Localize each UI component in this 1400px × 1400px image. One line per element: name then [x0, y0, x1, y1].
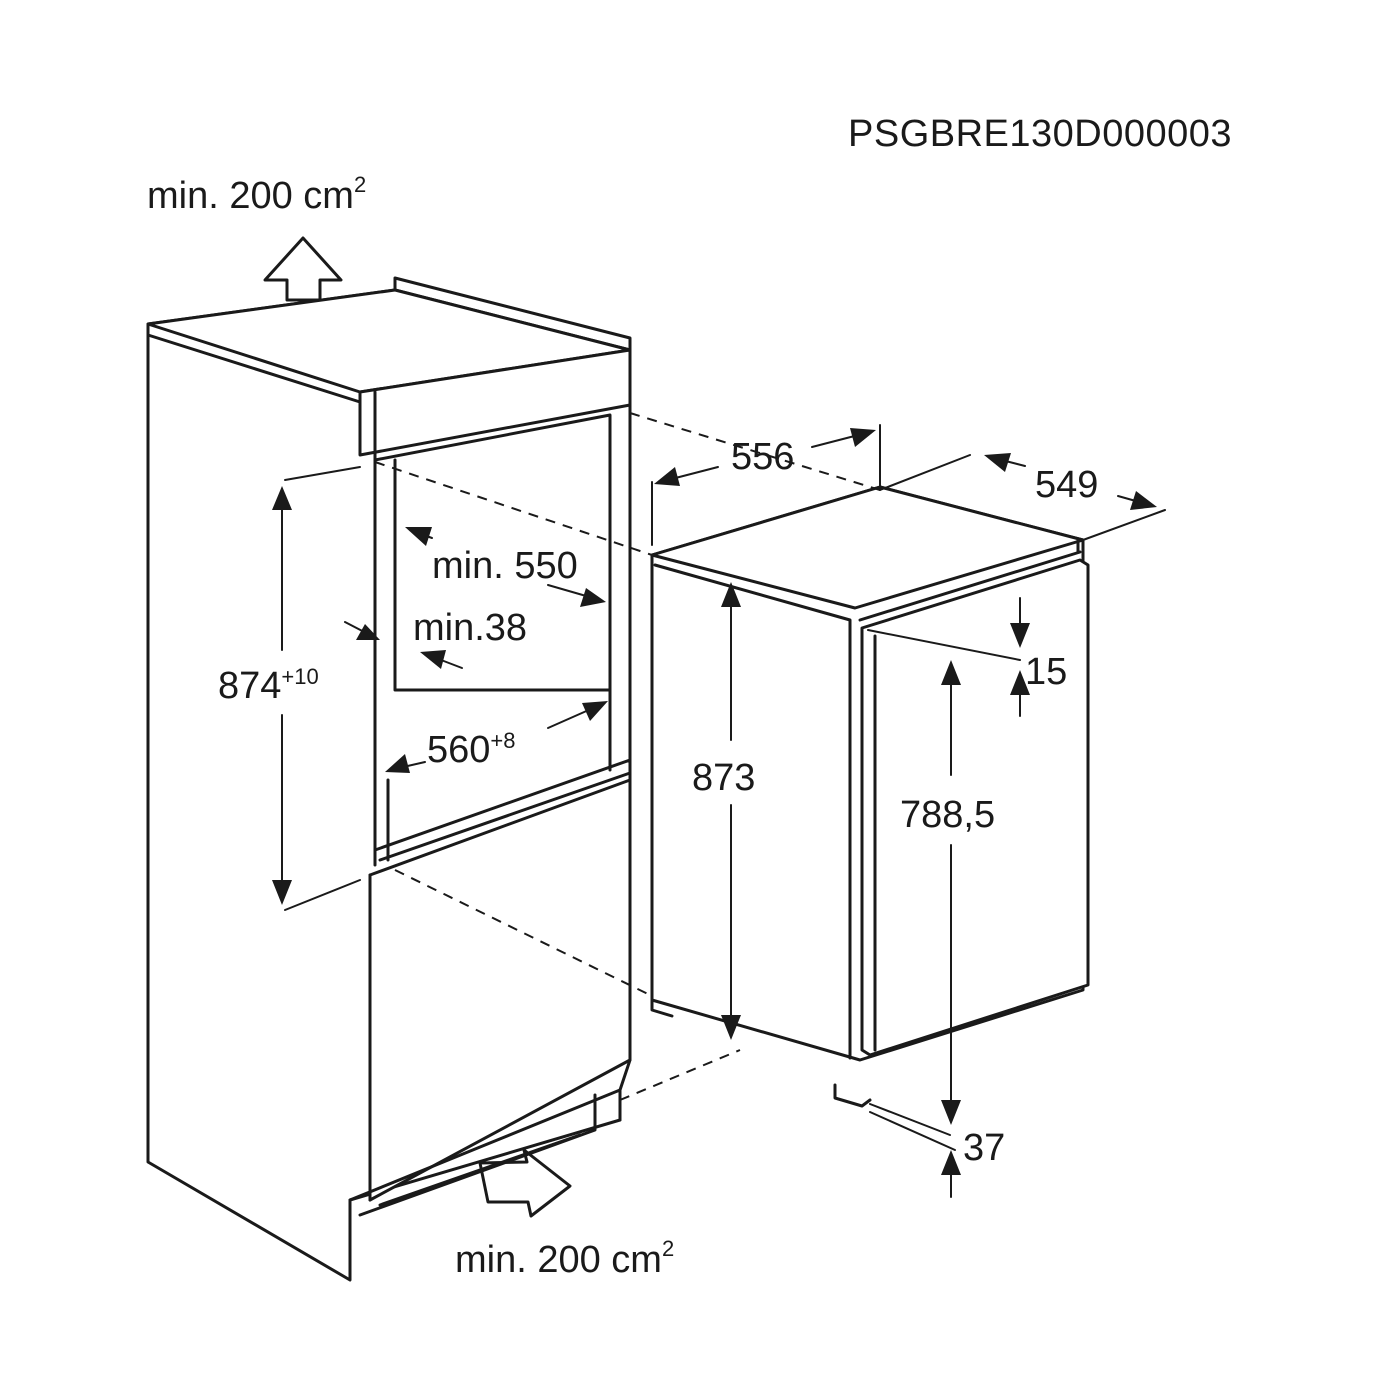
niche-width-label: 560+8 [427, 728, 516, 771]
top-ventilation-label: min. 200 cm2 [147, 172, 366, 217]
projection-lines [374, 412, 881, 1101]
bottom-ventilation-label: min. 200 cm2 [455, 1236, 674, 1281]
appliance-width-label: 556 [731, 436, 794, 478]
appliance-depth-label: 549 [1035, 464, 1098, 506]
appliance-body [650, 485, 1090, 1108]
appliance-height-label: 873 [692, 757, 755, 799]
niche-gap-label: min.38 [413, 607, 527, 649]
niche-height-label: 874+10 [218, 664, 319, 707]
dimension-lines [272, 424, 1166, 1198]
bottom-offset-label: 37 [963, 1127, 1005, 1169]
niche-depth-label: min. 550 [432, 545, 578, 587]
air-outlet-arrow [263, 236, 343, 302]
door-height-label: 788,5 [900, 794, 995, 836]
air-inlet-arrow [478, 1148, 572, 1218]
cabinet-niche [146, 276, 632, 1282]
diagram-code: PSGBRE130D000003 [848, 113, 1232, 155]
top-offset-label: 15 [1025, 651, 1067, 693]
